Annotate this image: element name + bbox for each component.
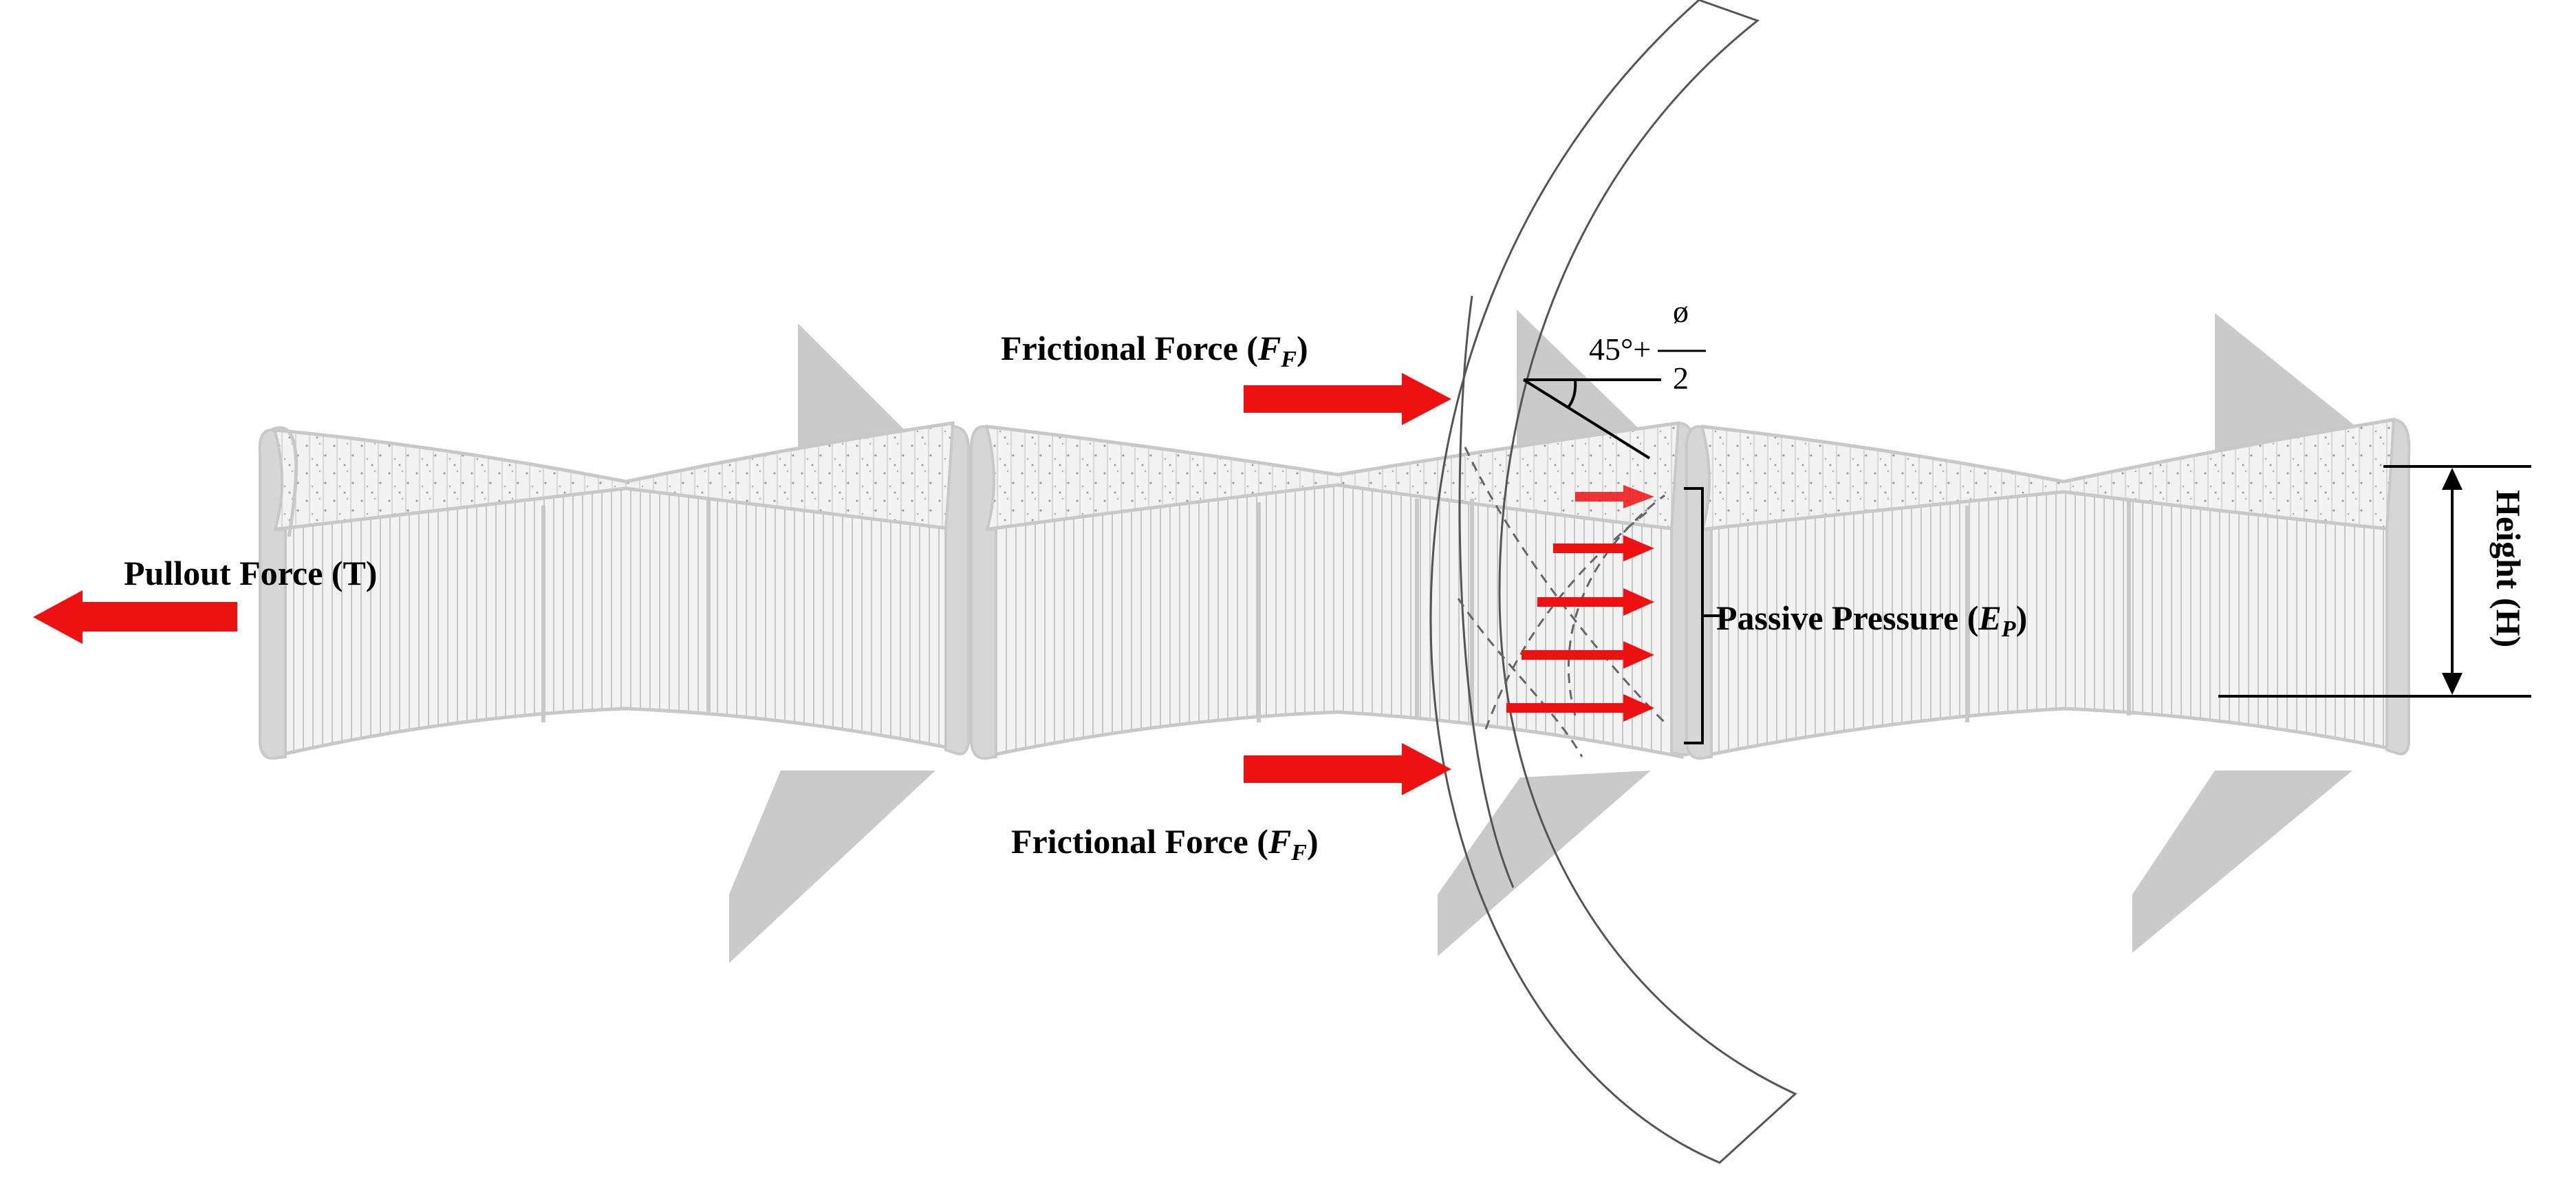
- passive-pressure-arrows: [1506, 485, 1654, 722]
- height-label: Height (H): [2489, 490, 2528, 647]
- passive-arrow-4: [1522, 641, 1654, 669]
- passive-arrow-3: [1537, 588, 1654, 616]
- frictional-force-top-label: Frictional Force (FF): [1001, 329, 1308, 372]
- height-arrowhead-top: [2442, 468, 2463, 490]
- passive-arrow-2: [1553, 535, 1654, 561]
- anchor-plate-lower-1: [729, 771, 935, 963]
- slip-line-1: [1464, 446, 1666, 724]
- slip-line-2: [1484, 508, 1652, 730]
- geocell-1: [258, 421, 971, 760]
- slip-line-4: [1457, 598, 1583, 757]
- angle-label-denominator: 2: [1673, 360, 1689, 396]
- anchor-plate-lower-3: [2132, 771, 2352, 953]
- passive-arrow-1: [1575, 485, 1654, 508]
- passive-pressure-label: Passive Pressure (EP): [1716, 599, 2027, 642]
- angle-arc: [1567, 379, 1577, 409]
- friction-arrow-top: [1244, 373, 1451, 425]
- friction-arrow-bottom: [1244, 743, 1451, 795]
- anchor-plate-lower-2: [1438, 771, 1651, 956]
- pullout-arrow: [33, 590, 237, 644]
- passive-arrow-5: [1506, 694, 1654, 722]
- height-arrowhead-bottom: [2442, 673, 2463, 695]
- pullout-force-label: Pullout Force (T): [124, 554, 377, 592]
- angle-label-base: 45°+: [1589, 332, 1651, 367]
- angle-failure-line: [1522, 378, 1651, 460]
- failure-surface: [1429, 0, 1797, 1164]
- angle-label-numerator: ø: [1673, 294, 1689, 329]
- frictional-force-bottom-label: Frictional Force (FF): [1011, 822, 1319, 865]
- geocell-3: [1685, 418, 2411, 760]
